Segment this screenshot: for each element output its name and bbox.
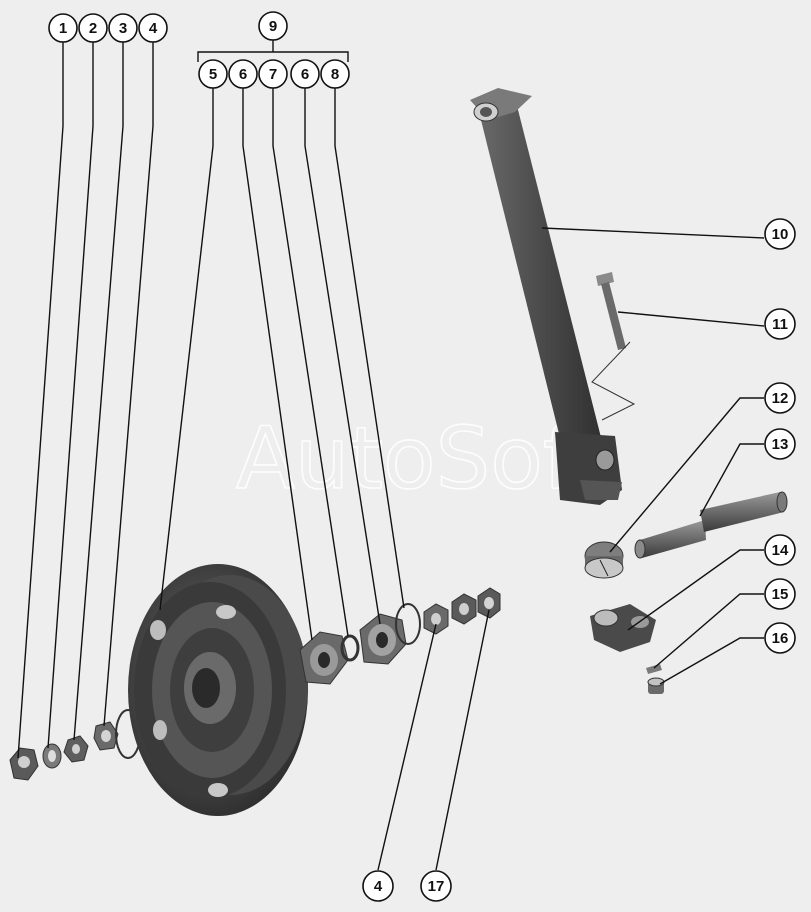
callout-16: 16 <box>764 622 796 654</box>
callout-label: 17 <box>428 878 445 895</box>
callout-label: 4 <box>149 20 158 37</box>
cam-nut-part <box>590 604 656 652</box>
callout-4-top: 4 <box>138 13 168 43</box>
callout-4-bottom: 4 <box>362 870 394 902</box>
callout-2: 2 <box>78 13 108 43</box>
callout-5: 5 <box>198 59 228 89</box>
callout-12: 12 <box>764 382 796 414</box>
callout-14: 14 <box>764 534 796 566</box>
callout-label: 6 <box>301 66 309 83</box>
bolt-part <box>591 272 636 421</box>
callout-7: 7 <box>258 59 288 89</box>
callout-label: 14 <box>772 542 789 559</box>
callout-3: 3 <box>108 13 138 43</box>
callout-8: 8 <box>320 59 350 89</box>
leader-lines <box>17 40 765 871</box>
callout-label: 6 <box>239 66 247 83</box>
callout-label: 7 <box>269 66 277 83</box>
split-bushing-part <box>584 541 624 579</box>
callout-9: 9 <box>258 11 288 41</box>
key-part <box>646 664 662 674</box>
callout-11: 11 <box>764 308 796 340</box>
callout-label: 11 <box>772 316 788 333</box>
callout-label: 1 <box>59 20 67 37</box>
callout-label: 13 <box>772 436 789 453</box>
callout-13: 13 <box>764 428 796 460</box>
callout-label: 8 <box>331 66 339 83</box>
pin-part <box>647 677 665 694</box>
wheel-pulley-part <box>128 564 308 816</box>
arm-part <box>470 88 622 505</box>
callout-label: 2 <box>89 20 97 37</box>
axle-shaft-part <box>634 491 788 559</box>
callout-10: 10 <box>764 218 796 250</box>
callout-label: 3 <box>119 20 127 37</box>
left-fastener-stack <box>9 709 141 781</box>
callout-label: 5 <box>209 66 217 83</box>
callout-label: 16 <box>772 630 789 647</box>
callout-label: 9 <box>269 18 277 35</box>
right-fastener-stack <box>423 587 501 635</box>
callout-label: 4 <box>374 878 383 895</box>
callout-15: 15 <box>764 578 796 610</box>
callout-label: 15 <box>772 586 789 603</box>
callout-label: 10 <box>772 226 789 243</box>
bearing-stack <box>299 603 421 685</box>
callout-1: 1 <box>48 13 78 43</box>
callout-6-right: 6 <box>290 59 320 89</box>
callout-label: 12 <box>772 390 789 407</box>
watermark-text: AutoSoft <box>236 409 605 509</box>
callout-6-left: 6 <box>228 59 258 89</box>
callout-17: 17 <box>420 870 452 902</box>
